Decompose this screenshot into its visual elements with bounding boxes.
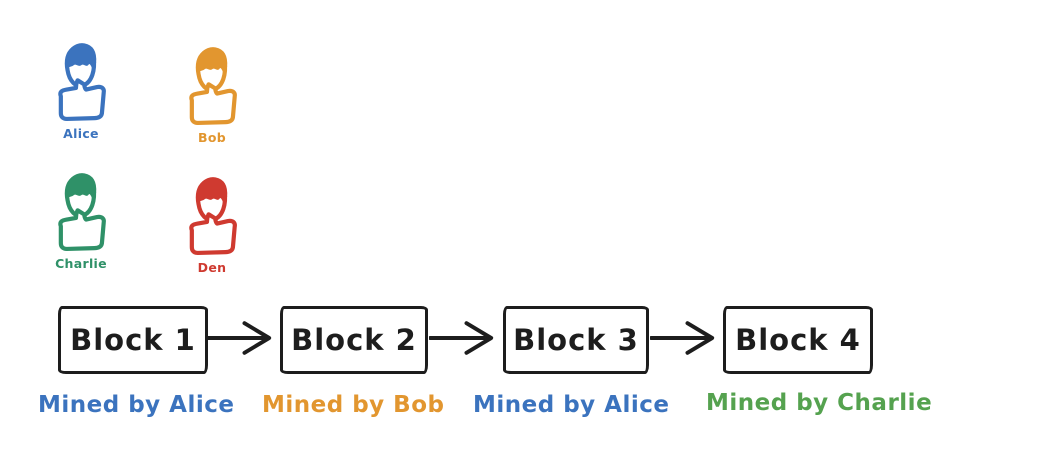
arrow-icon — [207, 321, 272, 355]
person-name-label: Bob — [198, 130, 226, 145]
block-1: Block 1 — [58, 306, 208, 374]
mined-by-label-2: Mined by Bob — [262, 392, 445, 418]
person-name-label: Den — [197, 260, 227, 275]
person-icon — [58, 43, 106, 122]
block-label: Block 1 — [70, 323, 196, 357]
person-icon — [189, 177, 237, 256]
person-alice: Alice — [45, 40, 117, 141]
mined-by-label-1: Mined by Alice — [38, 392, 235, 418]
person-charlie: Charlie — [45, 170, 117, 271]
person-bob: Bob — [176, 44, 248, 145]
person-icon — [58, 173, 106, 252]
arrow-icon — [429, 321, 494, 355]
block-label: Block 3 — [513, 323, 639, 357]
person-icon — [189, 47, 237, 126]
mined-by-label-3: Mined by Alice — [473, 392, 670, 418]
person-name-label: Alice — [63, 126, 99, 141]
arrow-icon — [650, 321, 715, 355]
person-den: Den — [176, 174, 248, 275]
block-2: Block 2 — [280, 306, 428, 374]
block-label: Block 4 — [735, 323, 861, 357]
block-4: Block 4 — [723, 306, 873, 374]
person-name-label: Charlie — [55, 256, 107, 271]
mined-by-label-4: Mined by Charlie — [706, 390, 933, 416]
block-3: Block 3 — [503, 306, 649, 374]
block-label: Block 2 — [291, 323, 417, 357]
